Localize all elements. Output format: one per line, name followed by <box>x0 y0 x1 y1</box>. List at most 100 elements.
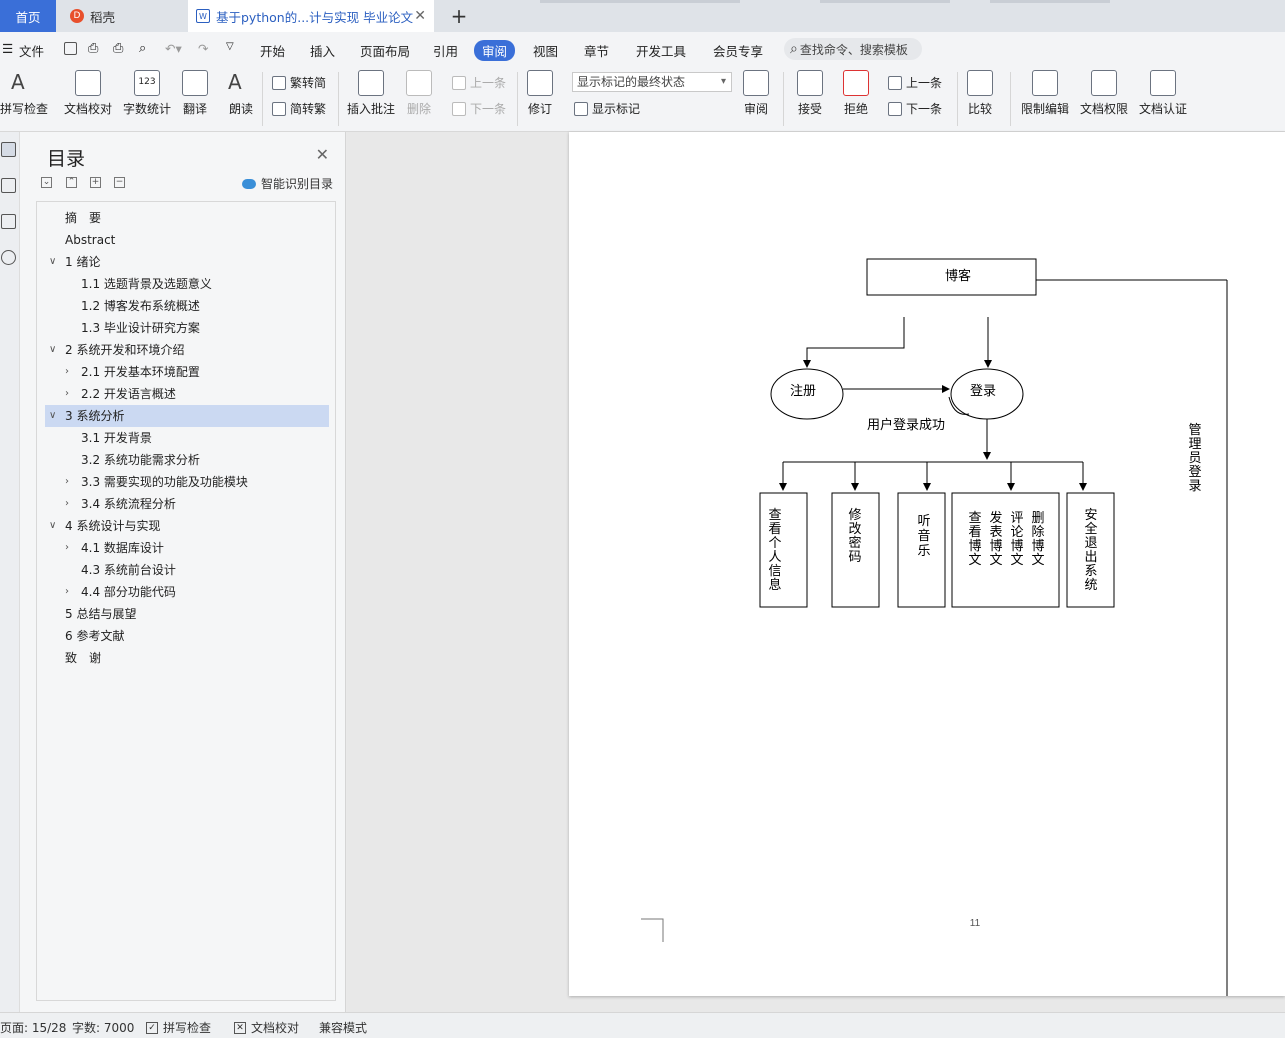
chevron-right-icon[interactable]: › <box>65 498 69 509</box>
toc-item[interactable]: 1.2 博客发布系统概述 <box>45 295 329 317</box>
blog-label: 博客 <box>945 268 971 283</box>
close-icon[interactable]: ✕ <box>315 145 329 164</box>
menu-dev-tools[interactable]: 开发工具 <box>636 44 687 59</box>
toc-item[interactable]: 1.1 选题背景及选题意义 <box>45 273 329 295</box>
smart-toc-button[interactable]: 智能识别目录 <box>242 175 333 192</box>
toc-item[interactable]: 3.1 开发背景 <box>45 427 329 449</box>
translate-button[interactable]: 翻译 <box>182 70 208 117</box>
toc-item[interactable]: 1.3 毕业设计研究方案 <box>45 317 329 339</box>
prev-change-button[interactable]: 上一条 <box>888 74 942 91</box>
new-tab-button[interactable]: + <box>446 0 472 32</box>
word-count-indicator[interactable]: 字数: 7000 <box>72 1021 135 1035</box>
word-doc-icon: W <box>196 9 210 23</box>
toc-item[interactable]: ∨4 系统设计与实现 <box>45 515 329 537</box>
toc-item[interactable]: 摘 要 <box>45 207 329 229</box>
compare-button[interactable]: 比较 <box>967 70 993 117</box>
status-spell-check[interactable]: ✓拼写检查 <box>146 1019 211 1036</box>
menu-reference[interactable]: 引用 <box>433 44 459 59</box>
expand-icon[interactable]: ⌃ <box>66 177 77 188</box>
review-button[interactable]: 审阅 <box>743 70 769 117</box>
reject-button[interactable]: 拒绝 <box>843 70 869 117</box>
print-preview-icon[interactable]: ⌕ <box>139 41 147 56</box>
prev-comment-button[interactable]: 上一条 <box>452 74 506 91</box>
redo-icon[interactable]: ↷ <box>198 41 209 56</box>
menu-chapter[interactable]: 章节 <box>584 44 610 59</box>
undo-icon[interactable]: ↶▾ <box>165 41 182 56</box>
menu-file[interactable]: 文件 <box>19 44 45 59</box>
next-comment-button[interactable]: 下一条 <box>452 100 506 117</box>
toc-item[interactable]: › 2.2 开发语言概述 <box>45 383 329 405</box>
next-change-button[interactable]: 下一条 <box>888 100 942 117</box>
track-changes-button[interactable]: 修订 <box>527 70 553 117</box>
menu-page-layout[interactable]: 页面布局 <box>360 44 411 59</box>
toc-item[interactable]: ∨2 系统开发和环境介绍 <box>45 339 329 361</box>
status-proofread[interactable]: ✕文档校对 <box>234 1019 299 1036</box>
toc-item[interactable]: 致 谢 <box>45 647 329 669</box>
spell-check-icon: A <box>11 70 25 94</box>
toc-item-label: 3.3 需要实现的功能及功能模块 <box>81 475 248 489</box>
proofread-button[interactable]: 文档校对 <box>64 70 112 117</box>
toc-item[interactable]: ∨1 绪论 <box>45 251 329 273</box>
chevron-right-icon[interactable]: › <box>65 388 69 399</box>
chevron-right-icon[interactable]: › <box>65 476 69 487</box>
toc-panel-icon[interactable] <box>1 142 16 157</box>
show-markup-button[interactable]: 显示标记 <box>574 100 640 117</box>
toc-item[interactable]: 5 总结与展望 <box>45 603 329 625</box>
chapter-panel-icon[interactable] <box>1 178 16 193</box>
tab-home[interactable]: 首页 <box>0 0 56 32</box>
menu-insert[interactable]: 插入 <box>310 44 336 59</box>
export-icon[interactable]: ⎙ <box>88 41 99 56</box>
save-icon[interactable] <box>64 42 77 55</box>
chevron-down-icon[interactable]: ∨ <box>49 410 57 421</box>
collapse-icon[interactable]: ⌄ <box>41 177 52 188</box>
toc-item-label: 2.2 开发语言概述 <box>81 387 176 401</box>
hamburger-icon[interactable]: ☰ <box>2 41 14 56</box>
chevron-right-icon[interactable]: › <box>65 542 69 553</box>
toc-item-label: 致 谢 <box>65 651 102 665</box>
chevron-down-icon[interactable]: ∨ <box>49 344 57 355</box>
delete-comment-button[interactable]: 删除 <box>406 70 432 117</box>
toc-item[interactable]: › 3.3 需要实现的功能及功能模块 <box>45 471 329 493</box>
toc-item[interactable]: ›4.1 数据库设计 <box>45 537 329 559</box>
quick-access-more-icon[interactable]: ▽ <box>226 41 234 52</box>
toc-item[interactable]: ›2.1 开发基本环境配置 <box>45 361 329 383</box>
left-icon-strip <box>0 132 20 1012</box>
markup-state-select[interactable]: 显示标记的最终状态 <box>572 72 732 92</box>
chevron-down-icon[interactable]: ∨ <box>49 520 57 531</box>
document-certify-button[interactable]: 文档认证 <box>1139 70 1187 117</box>
chevron-down-icon[interactable]: ∨ <box>49 256 57 267</box>
toc-item[interactable]: 4.3 系统前台设计 <box>45 559 329 581</box>
print-icon[interactable]: ⎙ <box>113 41 124 56</box>
bookmark-icon[interactable] <box>1 214 16 229</box>
toc-item[interactable]: ∨3 系统分析 <box>45 405 329 427</box>
insert-comment-button[interactable]: 插入批注 <box>347 70 395 117</box>
document-permission-button[interactable]: 文档权限 <box>1080 70 1128 117</box>
chevron-right-icon[interactable]: › <box>65 586 69 597</box>
simp-to-trad-button[interactable]: 简转繁 <box>272 100 326 117</box>
toc-item[interactable]: 6 参考文献 <box>45 625 329 647</box>
menu-member[interactable]: 会员专享 <box>713 44 764 59</box>
toc-item[interactable]: ›4.4 部分功能代码 <box>45 581 329 603</box>
trad-to-simp-button[interactable]: 繁转简 <box>272 74 326 91</box>
tab-daoke-label: 稻壳 <box>90 9 116 25</box>
menu-view[interactable]: 视图 <box>533 44 559 59</box>
chevron-right-icon[interactable]: › <box>65 366 69 377</box>
close-tab-icon[interactable]: ✕ <box>414 8 426 24</box>
toc-item[interactable]: 3.2 系统功能需求分析 <box>45 449 329 471</box>
remove-heading-icon[interactable]: − <box>114 177 125 188</box>
add-heading-icon[interactable]: + <box>90 177 101 188</box>
search-panel-icon[interactable] <box>1 250 16 265</box>
menu-start[interactable]: 开始 <box>260 44 286 59</box>
menu-review[interactable]: 审阅 <box>474 40 516 61</box>
restrict-editing-button[interactable]: 限制编辑 <box>1021 70 1069 117</box>
toc-item[interactable]: Abstract <box>45 229 329 251</box>
toc-item[interactable]: ›3.4 系统流程分析 <box>45 493 329 515</box>
accept-button[interactable]: 接受 <box>797 70 823 117</box>
command-search-input[interactable]: ⌕查找命令、搜索模板 <box>784 38 922 60</box>
page-indicator[interactable]: 页面: 15/28 <box>0 1021 67 1035</box>
